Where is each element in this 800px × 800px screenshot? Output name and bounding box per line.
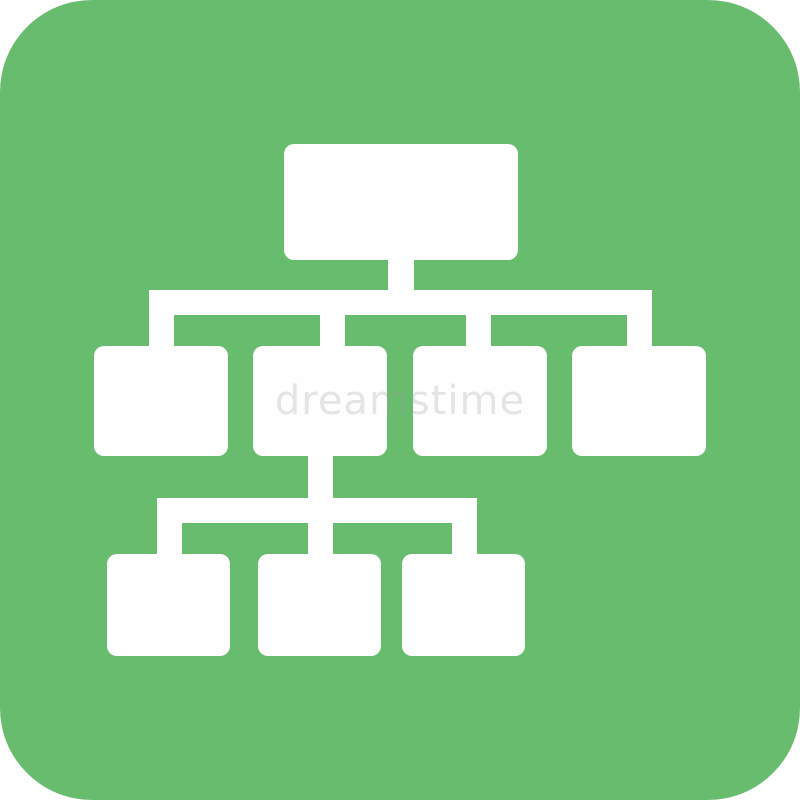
tier2-node-box: [413, 346, 547, 456]
tier3-node-box: [402, 554, 525, 656]
tier2-node-box: [572, 346, 706, 456]
root-node-box: [284, 144, 518, 260]
tier3-connector-drop: [157, 498, 182, 558]
tier3-node-box: [107, 554, 230, 656]
tier3-connector-drop: [308, 498, 333, 558]
org-chart-glyph: [94, 144, 706, 656]
tier2-connector-drop: [466, 290, 491, 350]
tier2-connector-drop: [627, 290, 652, 350]
root-connector-stem: [388, 258, 414, 294]
tier3-connector-stem: [308, 454, 333, 502]
tier2-connector-drop: [320, 290, 345, 350]
tier3-node-box: [258, 554, 381, 656]
tier3-connector-drop: [452, 498, 477, 558]
tier2-connector-bar: [149, 290, 651, 315]
tier2-node-box: [253, 346, 387, 456]
tier2-node-box: [94, 346, 228, 456]
tier2-connector-drop: [149, 290, 174, 350]
